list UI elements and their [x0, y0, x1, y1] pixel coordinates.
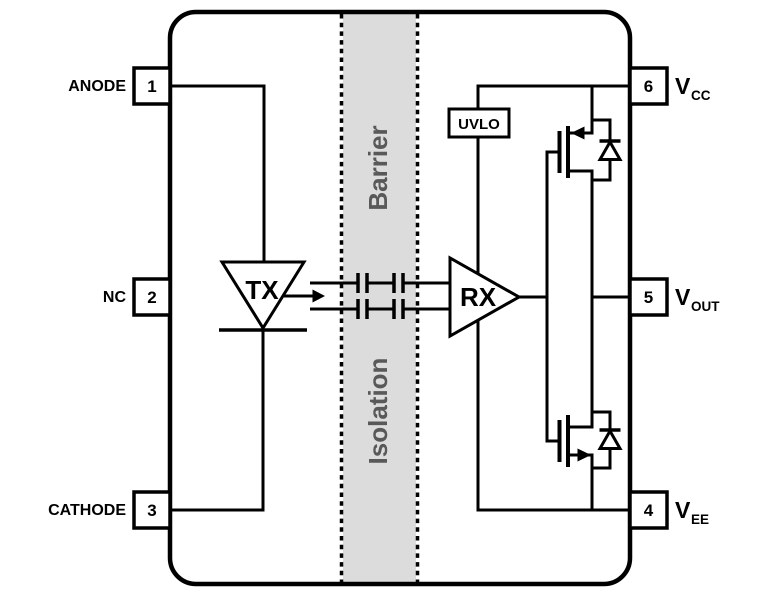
tx-label: TX	[245, 275, 279, 305]
pin-1-anode: 1 ANODE	[68, 66, 172, 106]
pin-box	[132, 490, 172, 530]
tx-triangle	[219, 260, 307, 331]
high-side-body-diode-icon	[590, 118, 623, 182]
isolation-label: Isolation	[363, 358, 393, 465]
uvlo-box	[447, 107, 511, 139]
pin-number: 4	[644, 501, 654, 520]
pin-3-cathode: 3 CATHODE	[48, 490, 172, 530]
pin-label: CATHODE	[48, 502, 126, 519]
pin-number: 6	[644, 77, 653, 96]
rx-amplifier-icon: RX	[448, 255, 523, 339]
pin-number: 3	[147, 501, 156, 520]
isolation-capacitors-bottom-icon	[356, 299, 405, 319]
isolation-capacitors-top-icon	[356, 273, 405, 293]
pin-number: 1	[147, 77, 156, 96]
pin-box	[132, 66, 172, 106]
pin-number: 5	[644, 288, 653, 307]
pin-2-nc: 2 NC	[103, 277, 172, 317]
pin-label-main: V	[675, 497, 691, 523]
uvlo-block: UVLO	[447, 107, 511, 139]
pin-box	[628, 277, 669, 317]
mosfet-arrow-icon	[571, 126, 585, 140]
pin-box	[628, 490, 669, 530]
isolation-band-fill	[343, 14, 416, 582]
tx-led-emitter-icon: TX	[219, 260, 307, 332]
pin-box	[132, 277, 172, 317]
pin-label-main: V	[675, 284, 691, 310]
low-side-body-diode-icon	[590, 410, 623, 470]
pin-label-sub: CC	[691, 88, 711, 103]
pin-4-vee: 4 V EE	[628, 490, 709, 530]
isolation-band: Barrier Isolation	[339, 14, 420, 582]
barrier-label: Barrier	[363, 125, 393, 210]
pin-label-sub: OUT	[691, 299, 720, 314]
wire-led-to-cathode	[168, 327, 265, 512]
signal-arrow-icon	[284, 289, 325, 303]
wire-anode-to-led	[168, 84, 266, 263]
rx-triangle	[448, 255, 523, 339]
rx-label: RX	[460, 282, 497, 312]
mosfet-arrow-icon	[577, 448, 591, 462]
low-side-mosfet-icon	[547, 415, 594, 467]
pin-number: 2	[147, 288, 156, 307]
high-side-mosfet-icon	[547, 126, 594, 178]
pin-5-vout: 5 V OUT	[628, 277, 720, 317]
pin-label: ANODE	[68, 78, 126, 95]
pin-label-main: V	[675, 73, 691, 99]
wires	[168, 84, 631, 512]
pin-label-sub: EE	[691, 512, 709, 527]
pin-6-vcc: 6 V CC	[628, 66, 711, 106]
pin-label: NC	[103, 289, 127, 306]
uvlo-label: UVLO	[458, 116, 500, 133]
pin-box	[628, 66, 669, 106]
